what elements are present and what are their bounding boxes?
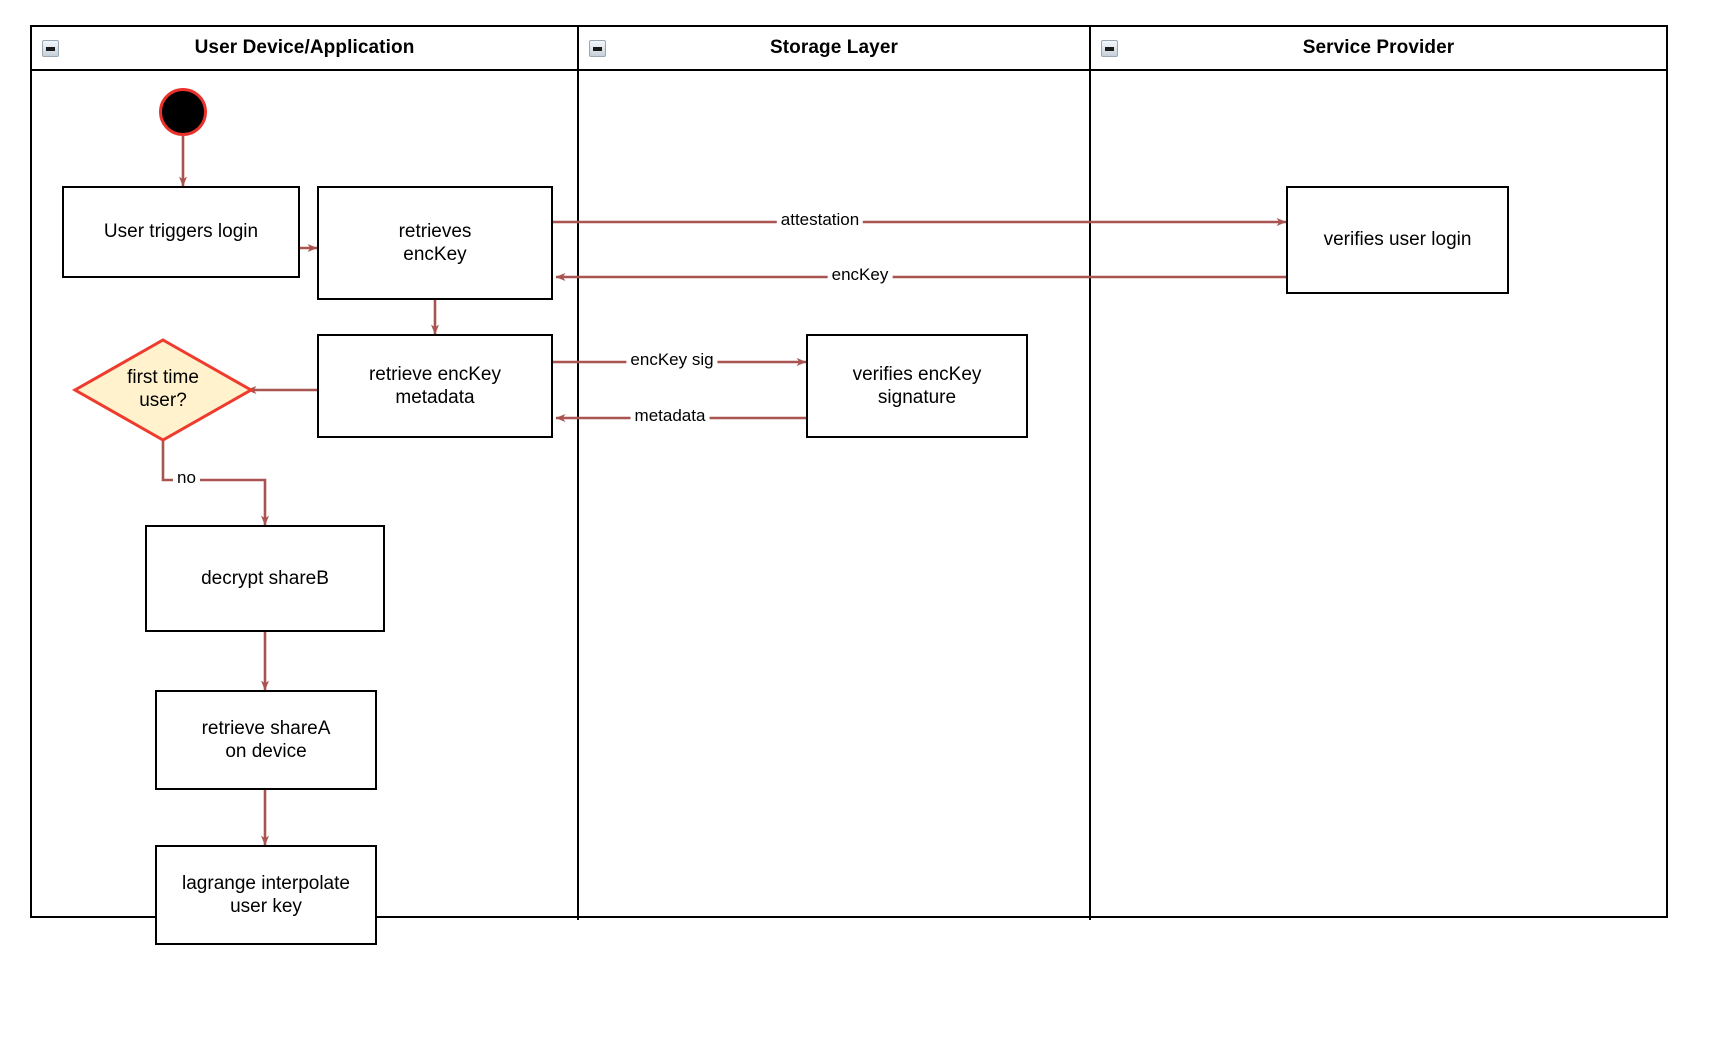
edge-label-metadata: metadata bbox=[630, 406, 710, 426]
lane-divider-1 bbox=[577, 27, 579, 920]
node-lagrange-interpolate-user-key[interactable]: lagrange interpolate user key bbox=[155, 845, 377, 945]
lane-divider-2 bbox=[1089, 27, 1091, 920]
node-label: first time user? bbox=[127, 367, 199, 411]
edge-label-enckey-sig: encKey sig bbox=[626, 350, 718, 370]
lane-title-storage-layer: Storage Layer bbox=[769, 37, 899, 58]
edge-label-no: no bbox=[173, 468, 200, 488]
node-label: retrieve encKey metadata bbox=[368, 363, 501, 408]
collapse-minus-icon[interactable] bbox=[1101, 40, 1118, 57]
lane-title-service-provider: Service Provider bbox=[1302, 37, 1455, 58]
node-verifies-enckey-signature[interactable]: verifies encKey signature bbox=[806, 334, 1028, 438]
node-label: verifies encKey signature bbox=[852, 363, 982, 408]
lane-header-user-device[interactable]: User Device/Application bbox=[32, 27, 577, 71]
node-label: retrieves encKey bbox=[398, 220, 472, 265]
node-decrypt-shareb[interactable]: decrypt shareB bbox=[145, 525, 385, 632]
edge-label-attestation: attestation bbox=[776, 210, 864, 230]
node-first-time-user[interactable]: first time user? bbox=[71, 338, 255, 442]
edge-label-enckey: encKey bbox=[827, 265, 893, 285]
collapse-minus-icon[interactable] bbox=[589, 40, 606, 57]
node-retrieve-enckey-metadata[interactable]: retrieve encKey metadata bbox=[317, 334, 553, 438]
node-label: decrypt shareB bbox=[201, 567, 329, 589]
lane-header-service-provider[interactable]: Service Provider bbox=[1089, 27, 1666, 71]
start-node bbox=[159, 88, 207, 136]
node-label: retrieve shareA on device bbox=[201, 717, 331, 762]
node-retrieve-sharea-on-device[interactable]: retrieve shareA on device bbox=[155, 690, 377, 790]
lane-title-user-device: User Device/Application bbox=[194, 37, 415, 58]
node-label: verifies user login bbox=[1323, 229, 1472, 251]
lane-header-storage-layer[interactable]: Storage Layer bbox=[577, 27, 1089, 71]
node-user-triggers-login[interactable]: User triggers login bbox=[62, 186, 300, 278]
collapse-minus-icon[interactable] bbox=[42, 40, 59, 57]
node-retrieves-enckey[interactable]: retrieves encKey bbox=[317, 186, 553, 300]
node-label: lagrange interpolate user key bbox=[182, 872, 350, 917]
node-verifies-user-login[interactable]: verifies user login bbox=[1286, 186, 1509, 294]
node-label: User triggers login bbox=[103, 221, 259, 243]
